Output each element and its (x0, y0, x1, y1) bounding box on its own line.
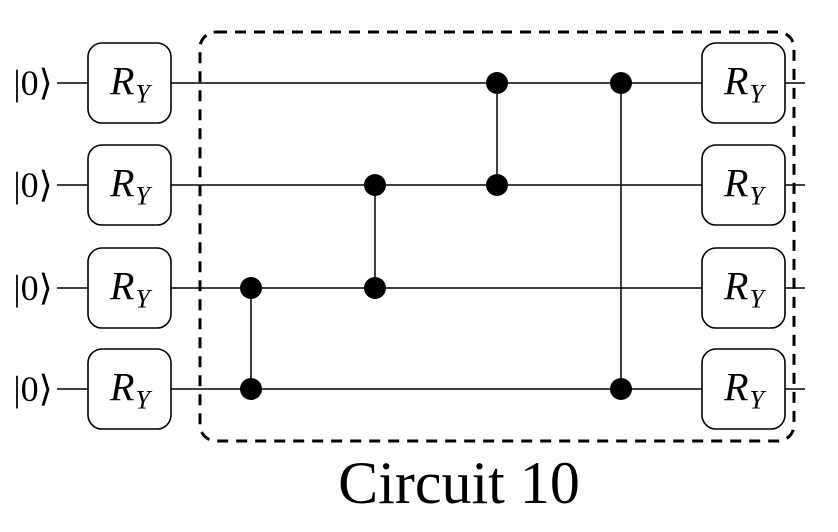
ry-gate-box-right-q2 (701, 247, 786, 329)
cz-control-dot-q2 (364, 277, 386, 299)
ry-gate-box-left-q2 (87, 247, 172, 329)
cz-control-dot-q0 (610, 72, 632, 94)
ry-gate-box-left-q3 (87, 348, 172, 430)
cz-control-dot-q1 (364, 174, 386, 196)
ry-gate-box-left-q0 (87, 42, 172, 124)
cz-control-dot-q3 (240, 378, 262, 400)
cz-control-dot-q1 (486, 174, 508, 196)
ry-gate-box-right-q1 (701, 144, 786, 226)
ry-gate-box-left-q1 (87, 144, 172, 226)
ry-gate-box-right-q0 (701, 42, 786, 124)
cz-control-dot-q3 (610, 378, 632, 400)
cz-control-dot-q2 (240, 277, 262, 299)
ry-gate-box-right-q3 (701, 348, 786, 430)
cz-control-dot-q0 (486, 72, 508, 94)
